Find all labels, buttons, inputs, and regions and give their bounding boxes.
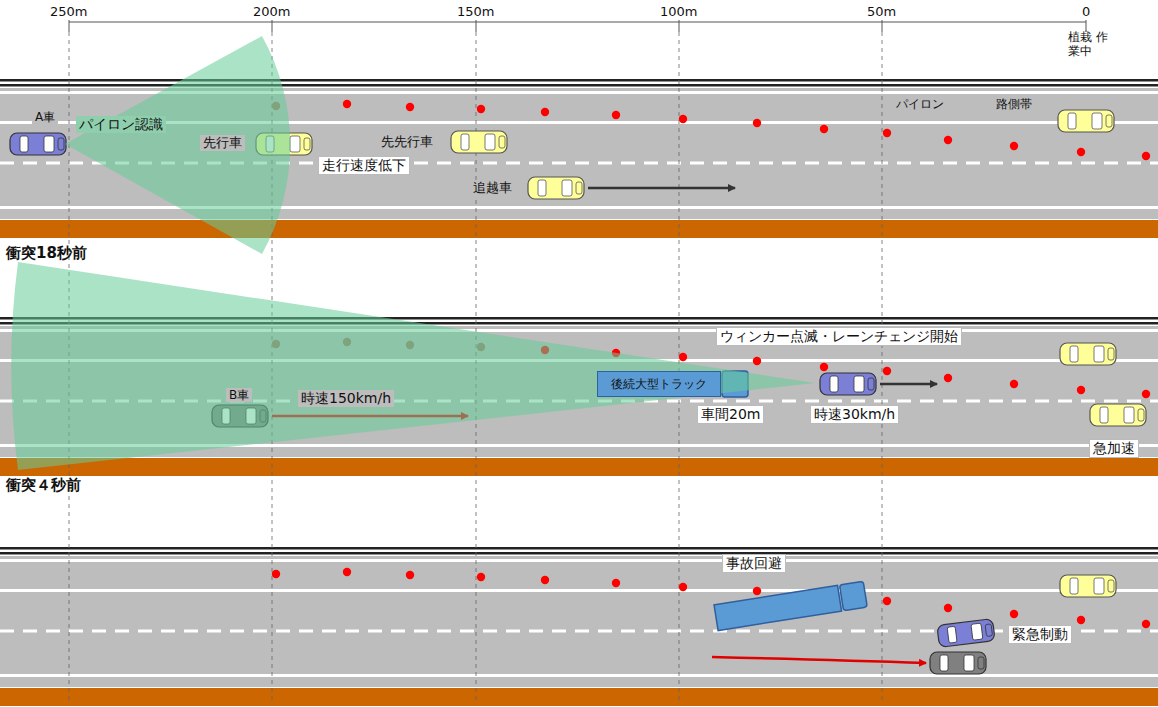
accelerating-car bbox=[1090, 404, 1146, 426]
car-b bbox=[930, 652, 986, 674]
parked-car bbox=[1060, 343, 1116, 365]
pylon bbox=[820, 125, 828, 133]
car-ahead bbox=[451, 131, 507, 153]
distance-tick: 200m bbox=[253, 4, 290, 20]
car-label: 追越車 bbox=[470, 180, 515, 196]
pylon bbox=[753, 119, 761, 127]
pylon bbox=[343, 568, 351, 576]
pylon bbox=[1010, 380, 1018, 388]
pylon bbox=[343, 100, 351, 108]
action-note: 急加速 bbox=[1089, 439, 1139, 458]
pylon bbox=[679, 353, 687, 361]
car-label: A車 bbox=[32, 110, 58, 124]
motion-arrow bbox=[712, 657, 926, 663]
road-panel bbox=[0, 547, 1158, 706]
distance-tick: 50m bbox=[867, 4, 896, 20]
pylon bbox=[612, 111, 620, 119]
overtaking-car bbox=[528, 177, 584, 199]
pylon bbox=[753, 357, 761, 365]
truck-label: 後続大型トラック bbox=[611, 376, 707, 393]
work-zone-note: 植栽 作業中 bbox=[1068, 31, 1112, 59]
car-label: B車 bbox=[226, 388, 252, 402]
motion-arrow bbox=[880, 383, 937, 386]
distance-tick: 150m bbox=[457, 4, 494, 20]
gap-label: 車間20m bbox=[697, 405, 764, 424]
distance-tick: 0 bbox=[1082, 4, 1090, 20]
action-note: ウィンカー点滅・レーンチェンジ開始 bbox=[716, 327, 962, 346]
pylon bbox=[612, 579, 620, 587]
pylon bbox=[1077, 616, 1085, 624]
sensor-range bbox=[11, 262, 815, 470]
pylon bbox=[406, 103, 414, 111]
pylon bbox=[944, 604, 952, 612]
status-note: 走行速度低下 bbox=[318, 156, 410, 175]
distance-tick: 100m bbox=[660, 4, 697, 20]
pylon bbox=[820, 363, 828, 371]
pylon bbox=[1142, 152, 1150, 160]
speed-label: 時速30km/h bbox=[810, 405, 899, 424]
car-label: 先行車 bbox=[200, 135, 245, 151]
parked-car bbox=[1060, 575, 1116, 597]
pylon bbox=[944, 374, 952, 382]
pylon bbox=[477, 105, 485, 113]
pylon bbox=[679, 115, 687, 123]
distance-tick: 250m bbox=[50, 4, 87, 20]
pylon bbox=[1142, 620, 1150, 628]
pylon bbox=[883, 367, 891, 375]
motion-arrow bbox=[588, 187, 735, 190]
car-label: 先先行車 bbox=[378, 134, 436, 150]
pylon bbox=[541, 108, 549, 116]
action-note: 事故回避 bbox=[722, 554, 786, 573]
pylon bbox=[944, 136, 952, 144]
pylon bbox=[1142, 390, 1150, 398]
shoulder-label: 路側帯 bbox=[993, 97, 1035, 111]
truck-body: 後続大型トラック bbox=[597, 371, 721, 397]
distance-grid bbox=[69, 20, 1086, 32]
sensor-range bbox=[65, 36, 290, 254]
truck-swerving bbox=[714, 581, 867, 630]
car-a bbox=[820, 373, 876, 395]
action-note: 緊急制動 bbox=[1008, 625, 1072, 644]
pylon bbox=[883, 597, 891, 605]
time-label: 衝突18秒前 bbox=[6, 244, 87, 262]
time-label: 衝突４秒前 bbox=[6, 476, 81, 494]
sensor-label: パイロン認識 bbox=[76, 116, 166, 133]
pylon bbox=[406, 571, 414, 579]
car-a bbox=[937, 619, 995, 648]
pylon bbox=[1010, 142, 1018, 150]
parked-car bbox=[1058, 110, 1114, 132]
pylon bbox=[1077, 386, 1085, 394]
pylon bbox=[477, 573, 485, 581]
car-a bbox=[10, 133, 66, 155]
pylon bbox=[272, 570, 280, 578]
pylon bbox=[541, 576, 549, 584]
pylon bbox=[1077, 148, 1085, 156]
speed-label: 時速150km/h bbox=[298, 390, 394, 407]
pylon bbox=[1010, 610, 1018, 618]
pylon bbox=[753, 587, 761, 595]
pylon bbox=[679, 583, 687, 591]
pylon bbox=[883, 129, 891, 137]
pylon-label: パイロン bbox=[893, 97, 947, 111]
